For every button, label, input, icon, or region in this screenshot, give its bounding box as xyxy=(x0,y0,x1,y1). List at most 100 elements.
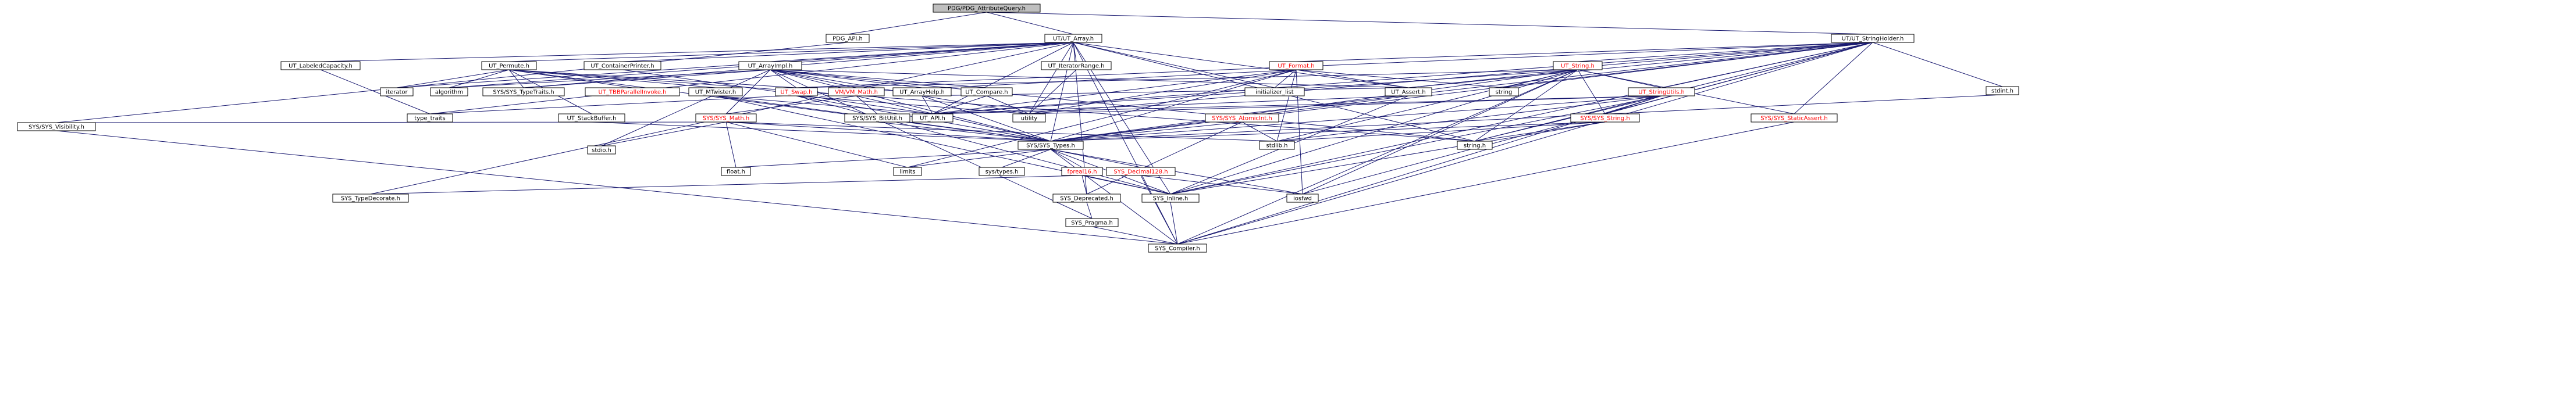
node-ut-stringutils[interactable]: UT_StringUtils.h xyxy=(1628,87,1695,96)
node-ut-arrayhelp[interactable]: UT_ArrayHelp.h xyxy=(892,87,952,96)
node-ut-arrayimpl[interactable]: UT_ArrayImpl.h xyxy=(738,61,802,70)
node-ut-permute[interactable]: UT_Permute.h xyxy=(481,61,537,70)
node-sys-types[interactable]: SYS/SYS_Types.h xyxy=(1017,141,1084,150)
node-string-h[interactable]: string.h xyxy=(1457,141,1493,150)
node-ut-compare[interactable]: UT_Compare.h xyxy=(960,87,1013,96)
edge-ut_arrayimpl-to-stdio xyxy=(601,69,771,146)
node-ut-string[interactable]: UT_String.h xyxy=(1553,61,1603,70)
node-sys-typetraits[interactable]: SYS/SYS_TypeTraits.h xyxy=(482,87,565,96)
edge-fpreal16-to-sys_deprecated xyxy=(1081,175,1087,195)
edge xyxy=(1276,95,1662,142)
edge xyxy=(1001,149,1051,168)
edge xyxy=(796,95,1171,195)
node-sys-string[interactable]: SYS/SYS_String.h xyxy=(1570,113,1640,123)
edge-ut_format-to-ut_assert xyxy=(1296,69,1409,88)
node-string-std[interactable]: string xyxy=(1489,87,1519,96)
edge-ut_stringholder-to-stdint xyxy=(1872,42,2003,87)
node-ut-stringholder[interactable]: UT/UT_StringHolder.h xyxy=(1831,34,1915,43)
node-box xyxy=(828,87,885,96)
node-pdg-api[interactable]: PDG_API.h xyxy=(826,34,870,43)
edge-pdg_api-to-sys_visibility xyxy=(56,42,848,123)
node-root[interactable]: PDG/PDG_AttributeQuery.h xyxy=(933,3,1041,13)
edge-ut_stringutils-to-utility xyxy=(1029,95,1662,114)
node-label: UT_IteratorRange.h xyxy=(1048,63,1104,70)
node-sys-pragma[interactable]: SYS_Pragma.h xyxy=(1065,218,1119,227)
edge xyxy=(1408,69,1578,88)
edge xyxy=(449,69,771,88)
node-sys-atomicint[interactable]: SYS/SYS_AtomicInt.h xyxy=(1205,113,1279,123)
edge xyxy=(1086,121,1243,195)
node-sys-decimal128[interactable]: SYS_Decimal128.h xyxy=(1106,167,1176,176)
node-algorithm[interactable]: algorithm xyxy=(430,87,468,96)
edge xyxy=(770,69,1409,88)
node-utility[interactable]: utility xyxy=(1012,113,1046,123)
edge xyxy=(1091,226,1178,245)
edge-sys_decimal128-to-iosfwd xyxy=(1140,175,1303,195)
node-vm-math[interactable]: VM/VM_Math.h xyxy=(828,87,885,96)
node-sys-bitutil[interactable]: SYS/SYS_BitUtil.h xyxy=(844,113,910,123)
node-ut-api[interactable]: UT_API.h xyxy=(912,113,953,123)
node-box xyxy=(481,61,537,70)
node-ut-tbbparallelinvoke[interactable]: UT_TBBParallelInvoke.h xyxy=(585,87,680,96)
node-label: UT_ArrayHelp.h xyxy=(899,89,945,96)
node-ut-mtwister[interactable]: UT_MTwister.h xyxy=(688,87,743,96)
node-label: SYS_Pragma.h xyxy=(1071,220,1113,227)
edge xyxy=(523,69,771,88)
edge-vm_math-to-sys_math xyxy=(725,95,857,114)
node-fpreal16[interactable]: fpreal16.h xyxy=(1061,167,1103,176)
node-sys-visibility[interactable]: SYS/SYS_Visibility.h xyxy=(17,122,96,131)
node-label: SYS/SYS_TypeTraits.h xyxy=(493,89,554,96)
node-sys-types-h[interactable]: sys/types.h xyxy=(979,167,1025,176)
node-type-traits[interactable]: type_traits xyxy=(407,113,453,123)
edge xyxy=(1050,69,1297,142)
node-ut-containerprinter[interactable]: UT_ContainerPrinter.h xyxy=(583,61,661,70)
node-box xyxy=(721,167,751,176)
edge xyxy=(1050,42,1074,142)
node-ut-format[interactable]: UT_Format.h xyxy=(1269,61,1323,70)
node-ut-stackbuffer[interactable]: UT_StackBuffer.h xyxy=(558,113,625,123)
edge xyxy=(1140,175,1303,195)
node-stdio[interactable]: stdio.h xyxy=(587,145,616,155)
node-stdint[interactable]: stdint.h xyxy=(1986,86,2019,95)
node-iosfwd[interactable]: iosfwd xyxy=(1286,194,1319,203)
edge xyxy=(1241,121,1278,142)
edge xyxy=(508,69,797,88)
node-ut-array[interactable]: UT/UT_Array.h xyxy=(1044,34,1102,43)
node-limits[interactable]: limits xyxy=(893,167,922,176)
node-box xyxy=(1106,167,1176,176)
node-ut-swap[interactable]: UT_Swap.h xyxy=(775,87,818,96)
edge xyxy=(725,121,908,168)
edge xyxy=(1503,42,1873,88)
edge-ut_arrayimpl-to-ut_compare xyxy=(770,69,987,88)
node-label: sys/types.h xyxy=(985,169,1019,175)
node-box xyxy=(1286,194,1319,203)
edge-ut_stringholder-to-sys_atomicint xyxy=(1241,42,1873,114)
edge xyxy=(622,42,1074,62)
edge-ut_array-to-initializer_list xyxy=(1073,42,1275,88)
node-iterator[interactable]: iterator xyxy=(380,87,414,96)
node-float-h[interactable]: float.h xyxy=(721,167,751,176)
node-stdlib[interactable]: stdlib.h xyxy=(1259,141,1295,150)
edge xyxy=(725,69,771,114)
edge-ut_format-to-initializer_list xyxy=(1274,69,1297,88)
edge xyxy=(508,42,1074,62)
node-sys-deprecated[interactable]: SYS_Deprecated.h xyxy=(1052,194,1121,203)
node-sys-math[interactable]: SYS/SYS_Math.h xyxy=(695,113,757,123)
edge xyxy=(508,69,524,88)
edge-ut_arrayimpl-to-sys_types xyxy=(770,69,1051,142)
node-initializer-list[interactable]: initializer_list xyxy=(1244,87,1305,96)
node-label: SYS_Decimal128.h xyxy=(1113,169,1168,175)
edge xyxy=(1050,149,1083,168)
node-sys-compiler[interactable]: SYS_Compiler.h xyxy=(1148,243,1207,253)
node-label: SYS_Compiler.h xyxy=(1155,246,1200,252)
node-sys-staticassert[interactable]: SYS/SYS_StaticAssert.h xyxy=(1750,113,1838,123)
node-ut-iteratorrange[interactable]: UT_IteratorRange.h xyxy=(1041,61,1112,70)
node-ut-labeledcapacity[interactable]: UT_LabeledCapacity.h xyxy=(280,61,361,70)
edge xyxy=(770,69,1475,142)
node-sys-inline[interactable]: SYS_Inline.h xyxy=(1141,194,1200,203)
node-ut-assert[interactable]: UT_Assert.h xyxy=(1385,87,1432,96)
node-label: UT_Format.h xyxy=(1278,63,1314,70)
edge-ut_arrayimpl-to-sys_math xyxy=(725,69,771,114)
node-sys-typedecorate[interactable]: SYS_TypeDecorate.h xyxy=(332,194,409,203)
